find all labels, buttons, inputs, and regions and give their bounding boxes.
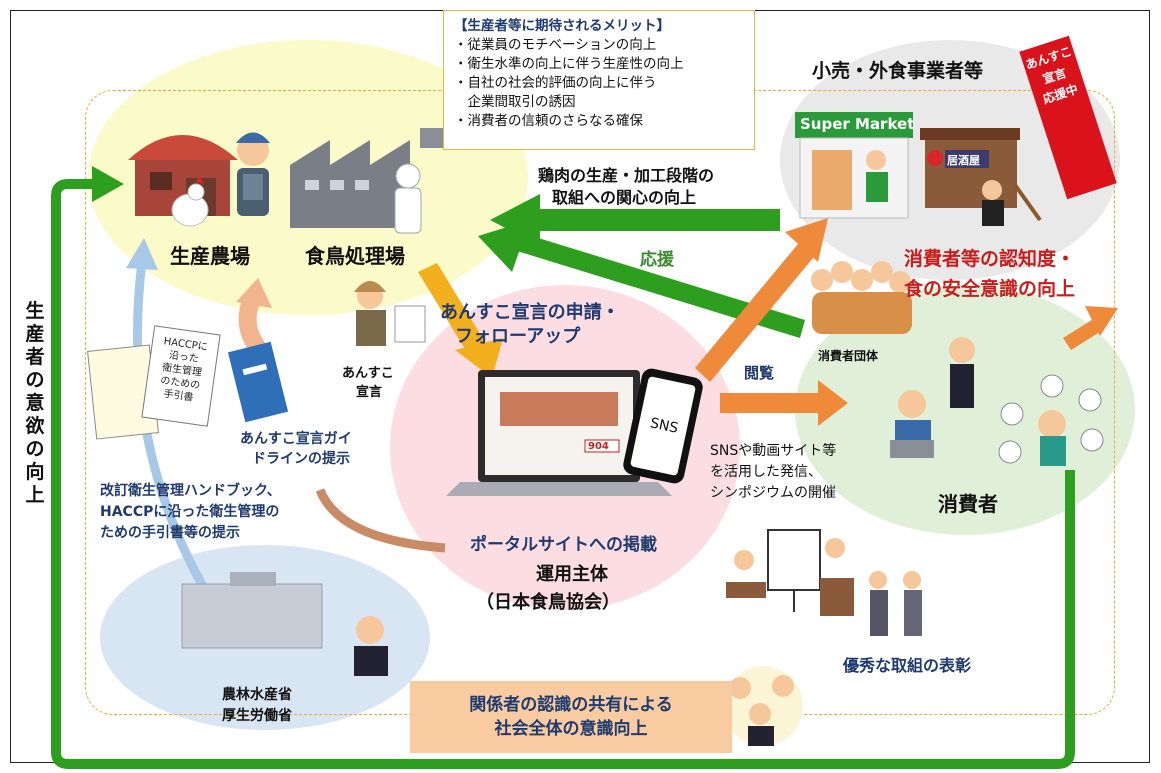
merits-item: ・衛生水準の向上に伴う生産性の向上: [454, 56, 684, 72]
declaration-label-1: あんすこ: [342, 366, 394, 381]
guideline-label-2: ドラインの提示: [252, 451, 350, 467]
consumer-group-illustration: [811, 261, 912, 334]
guideline-label-1: あんすこ宣言ガイ: [240, 431, 352, 447]
ministry-illustration: [181, 572, 388, 676]
awareness-label-2: 食の安全意識の向上: [904, 278, 1076, 300]
motivation-char: 欲: [25, 415, 45, 437]
consumer-label: 消費者: [938, 492, 998, 516]
haccp-doc-cover: HACCPに 沿った 衛生管理 のための 手引書: [150, 334, 215, 406]
portal-label: ポータルサイトへの掲載: [470, 535, 657, 555]
share-label-1: 関係者の認識の共有による: [469, 695, 673, 715]
award-illustration: [726, 529, 922, 636]
handbook-label-2: HACCPに沿った衛生管理の: [100, 504, 280, 520]
guideline-book-illustration: [227, 341, 289, 423]
dissemination-label-3: シンポジウムの開催: [710, 485, 836, 501]
dissemination-label-2: を活用した発信、: [710, 464, 822, 480]
support-arrow: [478, 220, 805, 338]
consumers-illustration: [890, 337, 1104, 466]
consumer-group-label: 消費者団体: [818, 349, 879, 363]
motivation-char: 生: [25, 300, 45, 322]
motivation-char: の: [25, 438, 45, 460]
plant-label: 食鳥処理場: [305, 244, 405, 268]
motivation-label: 生 産 者 の 意 欲 の 向 上: [22, 300, 48, 507]
support-label: 応援: [640, 250, 674, 270]
motivation-char: 産: [25, 323, 45, 345]
izakaya-illustration: [920, 128, 1042, 226]
operator-label-2: （日本食鳥協会）: [476, 592, 620, 613]
motivation-char: 意: [25, 392, 45, 414]
share-label-2: 社会全体の意識向上: [494, 719, 648, 739]
application-label-2: フォローアップ: [455, 326, 581, 347]
awareness-label-1: 消費者等の認知度・: [904, 248, 1076, 270]
dissemination-label-1: SNSや動画サイト等: [710, 443, 837, 459]
award-label: 優秀な取組の表彰: [843, 656, 972, 675]
motivation-char: 者: [25, 346, 45, 368]
application-label-1: あんすこ宣言の申請・: [440, 302, 620, 323]
merits-item: ・消費者の信頼のさらなる確保: [454, 113, 643, 129]
laptop-illustration: [446, 368, 703, 496]
laptop-number: 904: [588, 441, 609, 452]
ministry-label-2: 厚生労働省: [222, 708, 292, 724]
merits-item: 企業間取引の誘因: [454, 94, 576, 110]
farm-illustration: [128, 132, 270, 227]
plant-illustration: [290, 128, 446, 234]
merits-title: 【生産者等に期待されるメリット】: [454, 18, 670, 34]
izakaya-sign: 居酒屋: [947, 154, 980, 167]
supermarket-sign: Super Market: [800, 115, 915, 133]
interest-label-2: 取組への関心の向上: [552, 188, 697, 207]
retail-label: 小売・外食事業者等: [812, 60, 984, 82]
browse-arrow: [720, 380, 848, 426]
handbook-label-1: 改訂衛生管理ハンドブック、: [100, 483, 281, 499]
ministry-label-1: 農林水産省: [222, 687, 292, 703]
farm-label: 生産農場: [170, 244, 250, 268]
browse-label: 閲覧: [744, 364, 775, 382]
share-box: 関係者の認識の共有による 社会全体の意識向上: [410, 681, 732, 753]
portal-curve: [315, 488, 446, 553]
merits-item: ・自社の社会的評価の向上に伴う: [454, 75, 657, 91]
interest-label-1: 鶏肉の生産・加工段階の: [538, 166, 715, 185]
motivation-char: の: [25, 369, 45, 391]
motivation-char: 向: [25, 461, 45, 483]
interest-arrow: [490, 194, 780, 246]
application-arrow: [418, 263, 503, 378]
merits-item: ・従業員のモチベーションの向上: [454, 37, 657, 53]
awareness-arrow: [1063, 306, 1118, 350]
operator-label-1: 運用主体: [536, 564, 608, 585]
motivation-char: 上: [25, 484, 45, 506]
declaration-illustration: [354, 281, 426, 346]
retail-arrow: [695, 218, 828, 382]
handbook-illustration: [87, 325, 221, 440]
share-people-illustration: [723, 666, 803, 746]
handbook-label-3: ための手引書等の提示: [100, 525, 240, 541]
merits-box: 【生産者等に期待されるメリット】 ・従業員のモチベーションの向上 ・衛生水準の向…: [443, 10, 755, 150]
declaration-label-2: 宣言: [356, 385, 383, 400]
motivation-loop-arrow: [51, 166, 1075, 769]
supermarket-illustration: [795, 112, 913, 219]
